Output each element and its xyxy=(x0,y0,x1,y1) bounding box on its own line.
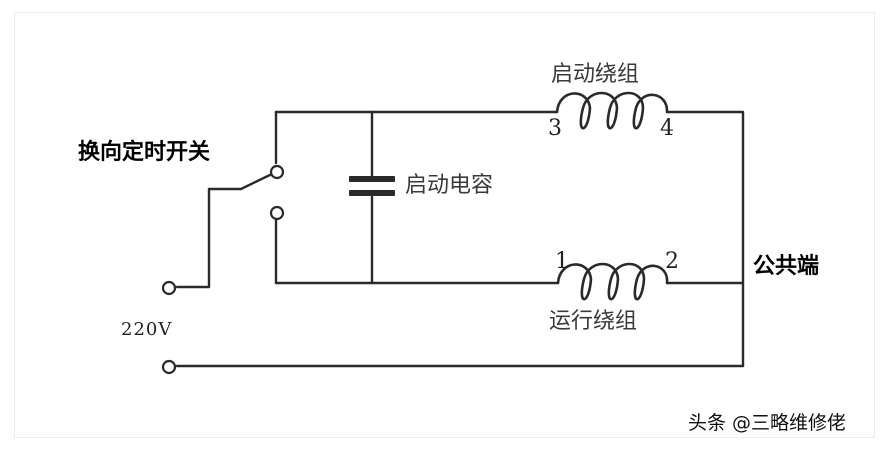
timer-switch-label: 换向定时开关 xyxy=(78,140,211,165)
run-winding-label: 运行绕组 xyxy=(549,309,638,334)
switch-contact-bottom xyxy=(269,205,285,221)
start-capacitor-label: 启动电容 xyxy=(405,173,494,198)
switch-arm xyxy=(175,170,278,289)
terminal-3-label: 3 xyxy=(548,116,562,141)
watermark-text: 头条 @三略维修佬 xyxy=(688,412,847,434)
common-terminal-label: 公共端 xyxy=(753,254,820,279)
terminal-2-label: 2 xyxy=(665,249,679,274)
diagram-frame xyxy=(14,12,875,438)
top-right-wire xyxy=(665,110,745,368)
capacitor-plate-top xyxy=(349,176,395,182)
start-winding-coil xyxy=(555,91,669,130)
terminal-1-label: 1 xyxy=(555,249,569,274)
start-winding-label: 启动绕组 xyxy=(551,62,640,87)
voltage-label: 220V xyxy=(121,319,173,340)
capacitor-symbol xyxy=(349,176,395,196)
switch-contact-top xyxy=(269,164,285,180)
run-winding-coil xyxy=(556,262,669,301)
terminal-4-label: 4 xyxy=(660,116,674,141)
input-terminal-bottom xyxy=(161,359,177,375)
input-terminal-top xyxy=(161,280,177,296)
capacitor-plate-bottom xyxy=(349,190,395,196)
